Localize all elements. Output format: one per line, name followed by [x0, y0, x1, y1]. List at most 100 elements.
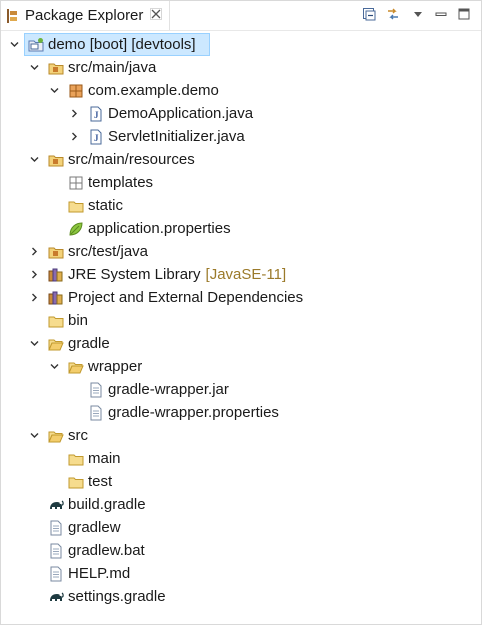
- tree-item-label: ServletInitializer.java: [108, 128, 245, 145]
- source-folder-icon: [48, 152, 64, 168]
- spring-leaf-icon: [68, 221, 84, 237]
- tree-item-src-folder[interactable]: src: [1, 424, 481, 447]
- source-folder-icon: [48, 244, 64, 260]
- library-icon: [48, 290, 64, 306]
- tree-item-label: build.gradle: [68, 496, 146, 513]
- tree-item-label: gradle-wrapper.jar: [108, 381, 229, 398]
- chevron-right-icon[interactable]: [69, 108, 80, 119]
- view-menu-icon[interactable]: [410, 6, 426, 22]
- project-tree: demo [boot] [devtools] src/main/java: [1, 31, 481, 624]
- package-explorer-icon: [6, 9, 18, 23]
- chevron-down-icon[interactable]: [49, 85, 60, 96]
- tree-item-src-main-resources[interactable]: src/main/resources: [1, 148, 481, 171]
- tree-item-dependencies[interactable]: Project and External Dependencies: [1, 286, 481, 309]
- tree-item-label: src/main/java: [68, 59, 157, 76]
- tree-item-settings-gradle[interactable]: settings.gradle: [1, 585, 481, 608]
- tree-item-static[interactable]: static: [1, 194, 481, 217]
- tree-item-templates[interactable]: templates: [1, 171, 481, 194]
- tree-item-label: static: [88, 197, 124, 214]
- view-title: Package Explorer: [25, 7, 144, 24]
- tree-item-label: settings.gradle: [68, 588, 166, 605]
- tree-item-label: gradlew: [68, 519, 121, 536]
- tree-item-wrapper-folder[interactable]: wrapper: [1, 355, 481, 378]
- folder-open-icon: [48, 336, 64, 352]
- selection-highlight: [24, 33, 210, 56]
- close-icon[interactable]: [150, 8, 162, 20]
- tree-item-bin[interactable]: bin: [1, 309, 481, 332]
- tree-item-gradlew-bat[interactable]: gradlew.bat: [1, 539, 481, 562]
- tree-item-servlet-initializer[interactable]: J ServletInitializer.java: [1, 125, 481, 148]
- java-file-icon: J: [88, 106, 104, 122]
- gradle-elephant-icon: [48, 497, 64, 513]
- tree-item-label: src: [68, 427, 88, 444]
- library-icon: [48, 267, 64, 283]
- tree-item-label: HELP.md: [68, 565, 131, 582]
- view-header: Package Explorer: [1, 1, 481, 30]
- source-folder-icon: [48, 60, 64, 76]
- tree-item-build-gradle[interactable]: build.gradle: [1, 493, 481, 516]
- tree-item-help-md[interactable]: HELP.md: [1, 562, 481, 585]
- file-icon: [48, 543, 64, 559]
- tree-item-label: src/test/java: [68, 243, 149, 260]
- folder-icon: [48, 313, 64, 329]
- tree-item-label: main: [88, 450, 121, 467]
- collapse-all-icon[interactable]: [361, 6, 377, 22]
- jre-version-decoration: [JavaSE-11]: [205, 266, 287, 283]
- project-folder-icon: [28, 37, 44, 53]
- tree-item-label: com.example.demo: [88, 82, 219, 99]
- svg-text:J: J: [94, 110, 99, 120]
- chevron-right-icon[interactable]: [29, 269, 40, 280]
- folder-icon: [68, 474, 84, 490]
- view-divider: [1, 30, 481, 31]
- tree-item-src-test-folder[interactable]: test: [1, 470, 481, 493]
- folder-icon: [68, 198, 84, 214]
- tree-item-label: wrapper: [88, 358, 143, 375]
- tree-item-src-test-java[interactable]: src/test/java: [1, 240, 481, 263]
- tree-item-label: JRE System Library[JavaSE-11]: [68, 266, 286, 283]
- tree-item-label: application.properties: [88, 220, 231, 237]
- chevron-down-icon[interactable]: [29, 338, 40, 349]
- tree-item-gradle-wrapper-properties[interactable]: gradle-wrapper.properties: [1, 401, 481, 424]
- folder-icon: [68, 451, 84, 467]
- tree-item-project[interactable]: demo [boot] [devtools]: [1, 33, 481, 56]
- package-explorer-tab[interactable]: Package Explorer: [1, 1, 170, 30]
- tree-item-src-main-folder[interactable]: main: [1, 447, 481, 470]
- jre-label: JRE System Library: [68, 266, 201, 283]
- tree-item-gradle-folder[interactable]: gradle: [1, 332, 481, 355]
- tree-item-gradlew[interactable]: gradlew: [1, 516, 481, 539]
- folder-open-icon: [48, 428, 64, 444]
- link-with-editor-icon[interactable]: [385, 6, 401, 22]
- tree-item-label: DemoApplication.java: [108, 105, 254, 122]
- tree-item-label: templates: [88, 174, 154, 191]
- file-icon: [48, 566, 64, 582]
- tree-item-demo-application[interactable]: J DemoApplication.java: [1, 102, 481, 125]
- chevron-right-icon[interactable]: [29, 246, 40, 257]
- empty-package-icon: [68, 175, 84, 191]
- java-file-icon: J: [88, 129, 104, 145]
- tree-item-label: test: [88, 473, 113, 490]
- tree-item-label: Project and External Dependencies: [68, 289, 304, 306]
- file-icon: [88, 405, 104, 421]
- tree-item-application-properties[interactable]: application.properties: [1, 217, 481, 240]
- chevron-down-icon[interactable]: [29, 430, 40, 441]
- tree-item-src-main-java[interactable]: src/main/java: [1, 56, 481, 79]
- gradle-elephant-icon: [48, 589, 64, 605]
- minimize-icon[interactable]: [433, 6, 449, 22]
- file-icon: [48, 520, 64, 536]
- chevron-down-icon[interactable]: [9, 39, 20, 50]
- tree-item-label: demo [boot] [devtools]: [48, 36, 196, 53]
- tree-item-label: bin: [68, 312, 89, 329]
- package-icon: [68, 83, 84, 99]
- svg-text:J: J: [94, 133, 99, 143]
- chevron-down-icon[interactable]: [29, 62, 40, 73]
- tree-item-package[interactable]: com.example.demo: [1, 79, 481, 102]
- chevron-down-icon[interactable]: [29, 154, 40, 165]
- folder-open-icon: [68, 359, 84, 375]
- chevron-right-icon[interactable]: [29, 292, 40, 303]
- tree-item-jre-library[interactable]: JRE System Library[JavaSE-11]: [1, 263, 481, 286]
- chevron-down-icon[interactable]: [49, 361, 60, 372]
- chevron-right-icon[interactable]: [69, 131, 80, 142]
- tree-item-gradle-wrapper-jar[interactable]: gradle-wrapper.jar: [1, 378, 481, 401]
- maximize-icon[interactable]: [456, 6, 472, 22]
